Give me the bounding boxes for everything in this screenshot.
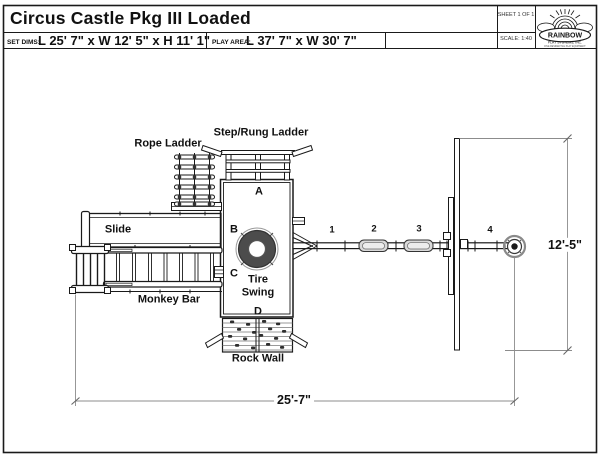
title-block-grid <box>2 4 598 454</box>
rock-wall-label: Rock Wall <box>231 352 285 365</box>
rope-ladder <box>171 153 222 211</box>
play-area-label: PLAY AREA: <box>212 39 251 46</box>
rope-ladder-label: Rope Ladder <box>134 137 202 150</box>
logo-company: PLAY SYSTEMS, INC. <box>548 41 582 45</box>
beam-bracket <box>292 232 318 260</box>
play-area-value: L 37' 7" x W 30' 7" <box>246 33 357 48</box>
sun-rays-icon <box>549 9 581 19</box>
slide-label: Slide <box>104 223 132 236</box>
rainbow-arcs-icon <box>551 15 579 30</box>
deck-position-a: A <box>255 185 263 198</box>
swing-position-2: 2 <box>371 223 377 235</box>
swing-seat <box>358 239 389 252</box>
monkey-bar <box>102 246 223 294</box>
logo-oval <box>538 27 592 43</box>
swing-beam <box>292 232 516 260</box>
logo-tagline: FINE RESIDENTIAL PLAY EQUIPMENT <box>544 45 586 48</box>
tire-swing <box>235 227 279 271</box>
swing-seat <box>403 239 434 252</box>
sheet-number: SHEET 1 OF 1 <box>497 12 535 18</box>
rock-holds <box>228 320 287 350</box>
set-dims-value: L 25' 7" x W 12' 5" x H 11' 1" <box>38 33 211 48</box>
rock-wall <box>204 317 309 353</box>
slide <box>80 210 222 250</box>
entry-ladder <box>69 244 111 294</box>
swing-position-1: 1 <box>329 224 335 236</box>
a-frame-legs <box>443 138 468 351</box>
deck-position-b: B <box>230 223 238 236</box>
logo-brand: RAINBOW <box>548 33 583 40</box>
swing-position-3: 3 <box>416 223 422 235</box>
beam-end-swivel <box>502 234 527 259</box>
overall-width-dimension: 12'-5" <box>545 237 585 253</box>
step-rung-ladder-label: Step/Rung Ladder <box>213 126 309 139</box>
drawing-scale: SCALE: 1:40 <box>500 36 532 42</box>
deck-position-d: D <box>254 305 262 318</box>
rainbow-logo <box>537 9 593 43</box>
dimension-lines <box>71 134 572 406</box>
swing-position-4: 4 <box>487 224 493 236</box>
set-dims-label: SET DIMS: <box>7 39 40 46</box>
rainbow-logo-text: RAINBOW PLAY SYSTEMS, INC. FINE RESIDENT… <box>544 33 586 48</box>
drawing-title: Circus Castle Pkg III Loaded <box>10 8 251 28</box>
monkey-bar-label: Monkey Bar <box>137 293 201 306</box>
tire-swing-label: Tire Swing <box>241 273 275 298</box>
step-rung-ladder <box>200 144 314 181</box>
overall-length-dimension: 25'-7" <box>274 392 314 408</box>
deck-position-c: C <box>230 267 238 280</box>
